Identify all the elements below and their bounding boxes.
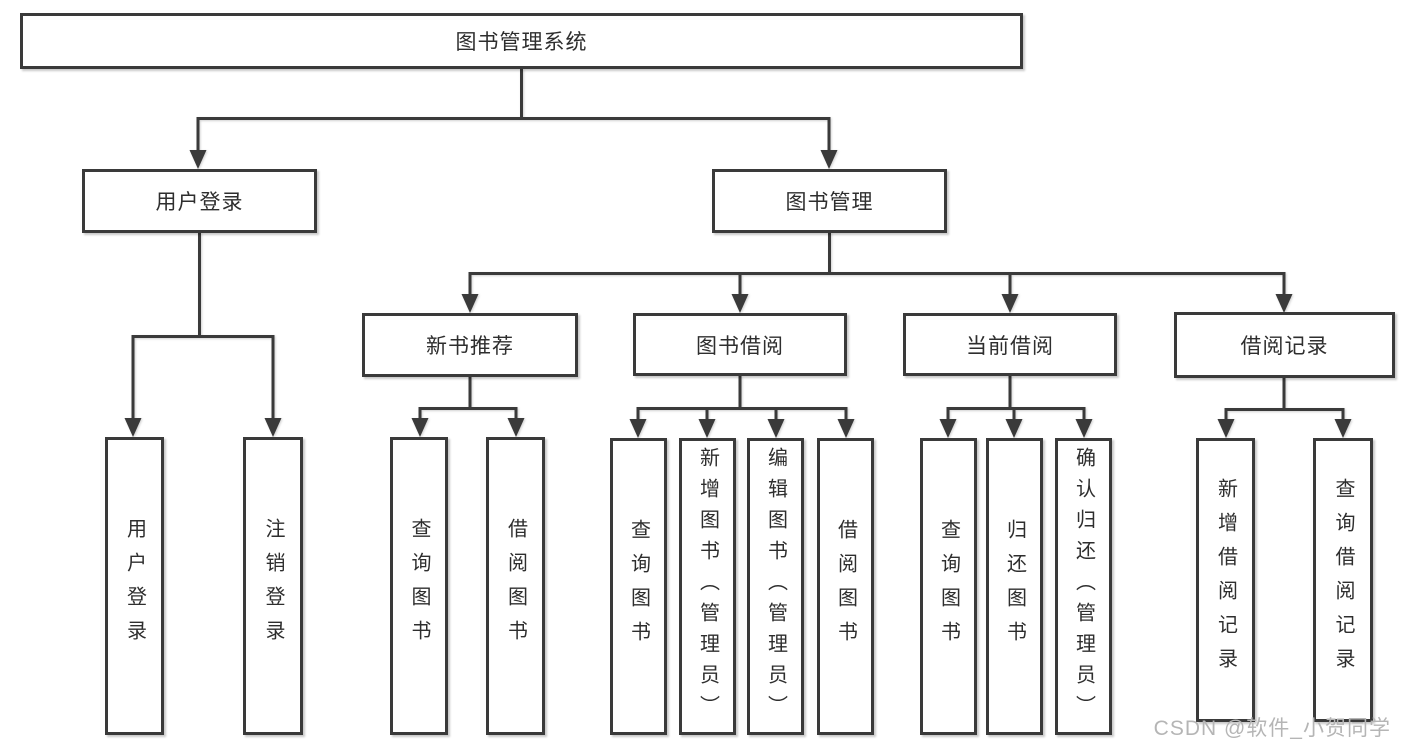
leaf-query-books-recommend: 查询图书 — [390, 437, 448, 735]
arrow-down-icon — [837, 419, 855, 438]
node-book-borrowing: 图书借阅 — [633, 313, 847, 376]
node-current-borrowing: 当前借阅 — [903, 313, 1117, 376]
node-user-login: 用户登录 — [82, 169, 317, 233]
leaf-add-books-admin: 新增图书（管理员） — [679, 438, 736, 735]
arrow-down-icon — [507, 418, 525, 437]
arrow-down-icon — [939, 419, 957, 438]
node-book-management: 图书管理 — [712, 169, 947, 233]
arrow-down-icon — [767, 419, 785, 438]
arrow-down-icon — [1005, 419, 1023, 438]
leaf-query-borrow-record: 查询借阅记录 — [1313, 438, 1373, 722]
arrow-down-icon — [1075, 419, 1093, 438]
leaf-logout: 注销登录 — [243, 437, 303, 735]
connector-path — [131, 69, 1345, 423]
arrow-down-icon — [1217, 419, 1235, 438]
arrow-down-icon — [124, 418, 142, 437]
leaf-return-books: 归还图书 — [986, 438, 1043, 735]
arrow-down-icon — [629, 419, 647, 438]
leaf-user-login: 用户登录 — [105, 437, 164, 735]
leaf-borrow-books: 借阅图书 — [817, 438, 874, 735]
arrow-down-icon — [1001, 294, 1019, 313]
csdn-watermark: CSDN @软件_小贺同学 — [1153, 717, 1391, 740]
leaf-query-books-borrow: 查询图书 — [610, 438, 667, 735]
arrow-down-icon — [1334, 419, 1352, 438]
node-library-management-system: 图书管理系统 — [20, 13, 1023, 69]
node-borrowing-records: 借阅记录 — [1174, 312, 1395, 378]
leaf-confirm-return-admin: 确认归还（管理员） — [1055, 438, 1112, 735]
node-new-book-recommendation: 新书推荐 — [362, 313, 578, 377]
arrow-down-icon — [461, 294, 479, 313]
arrow-down-icon — [820, 150, 838, 169]
arrow-down-icon — [264, 418, 282, 437]
leaf-add-borrow-record: 新增借阅记录 — [1196, 438, 1255, 722]
leaf-borrow-books-recommend: 借阅图书 — [486, 437, 545, 735]
arrow-down-icon — [411, 418, 429, 437]
arrow-down-icon — [1275, 294, 1293, 313]
leaf-edit-books-admin: 编辑图书（管理员） — [747, 438, 804, 735]
arrow-down-icon — [731, 294, 749, 313]
arrow-down-icon — [189, 150, 207, 169]
leaf-query-books-current: 查询图书 — [920, 438, 977, 735]
arrow-down-icon — [698, 419, 716, 438]
